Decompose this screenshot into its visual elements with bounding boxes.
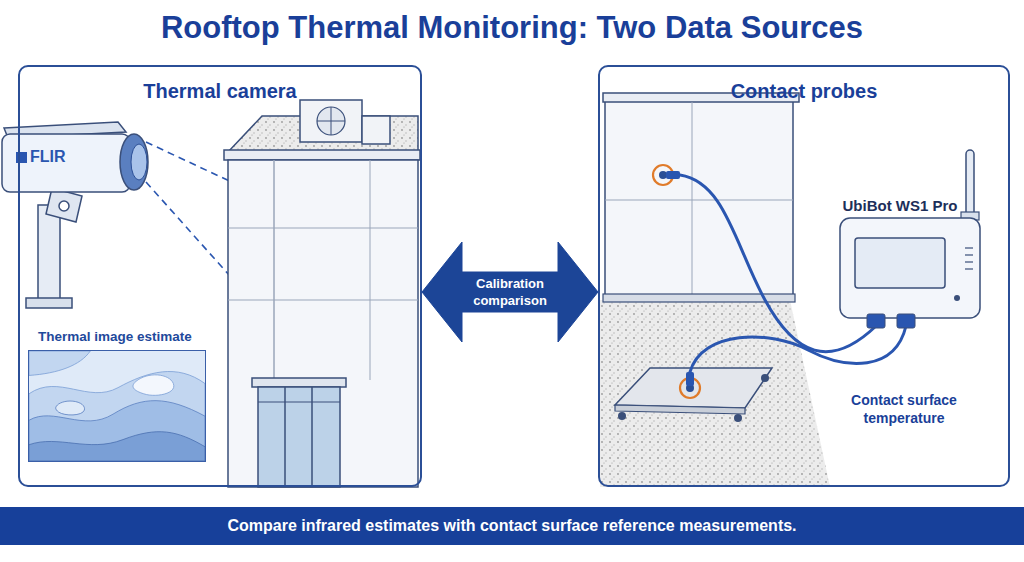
rooftop-unit [300,100,362,142]
thermal-contour [29,351,90,375]
fan-grille [331,107,332,135]
probe-port [867,314,885,328]
antenna-rod [966,150,974,222]
plate-foot [618,412,626,420]
thermal-map [29,351,205,461]
caption-band: Compare infrared estimates with contact … [0,507,1024,545]
data-logger: UbiBot WS1 Pro [835,196,990,330]
comparison-arrow [422,242,598,342]
panel-joint [274,160,275,380]
roof-gravel [600,300,830,487]
pole-base [26,298,72,308]
panel-joint [274,160,275,380]
logger-vent [965,247,973,248]
panel-joint [692,102,693,296]
thermal-contour [29,432,205,461]
sample-plate [615,368,772,422]
camera-lens [120,134,148,190]
logger-led [954,295,960,301]
arrow-label: Calibration comparison [450,275,570,309]
logger-vent [965,261,973,262]
thermal-image-frame [28,350,206,462]
thermal-contour [29,401,205,461]
node-heading: Thermal image estimate [28,328,208,346]
probe-port [897,314,915,328]
plate-top [615,368,772,408]
logger-vent [965,254,973,255]
door-canopy [252,378,346,387]
source-panel: Thermal cameraThermal image estimate [18,65,422,487]
building [224,100,420,487]
panel-joint [228,228,418,229]
caption-text: Compare infrared estimates with contact … [0,507,1024,545]
rooftop-box [362,116,390,144]
logger-screen [855,238,945,288]
panel-heading: Thermal camera [20,79,420,103]
plate-foot [734,414,742,422]
thermal-contour [29,372,205,461]
mount-bolt [59,201,69,211]
wall [600,93,830,487]
thermal-camera [2,122,148,308]
diagram-title: Rooftop Thermal Monitoring: Two Data Sou… [0,9,1024,47]
panel-joint [605,200,793,201]
wire-label: Contact surface temperature [838,391,970,427]
probe-plug [686,372,694,386]
source-panel: Contact probesUbiBot WS1 Pro [598,65,1010,487]
logger-vent [965,268,973,269]
antenna [961,150,979,222]
camera-pole [38,205,60,300]
logger-body [840,218,980,318]
door-frame [258,401,340,402]
thermal-contour [56,401,85,415]
thermal-image: Thermal image estimate [28,328,208,464]
parapet-wall [605,100,793,296]
probe-wire [690,326,906,372]
thermal-field [29,351,205,461]
plate-foot [761,374,769,382]
glass-door [258,387,340,487]
panel-joint [228,300,418,301]
logger-drawing [835,218,990,330]
lens-glass [131,144,147,180]
unit-fan [317,107,345,135]
panel-joint [370,160,371,380]
camera-body [2,134,130,192]
panel-heading: Contact probes [600,79,1008,103]
node-heading: UbiBot WS1 Pro [835,196,961,216]
facade [228,160,418,487]
brand-label: FLIR [30,148,90,166]
camera-mount [46,188,82,222]
plate-edge [615,405,745,414]
wall-probe [659,171,667,179]
parapet [224,150,420,160]
probe-plug [666,171,680,179]
thermal-contour [133,375,174,395]
